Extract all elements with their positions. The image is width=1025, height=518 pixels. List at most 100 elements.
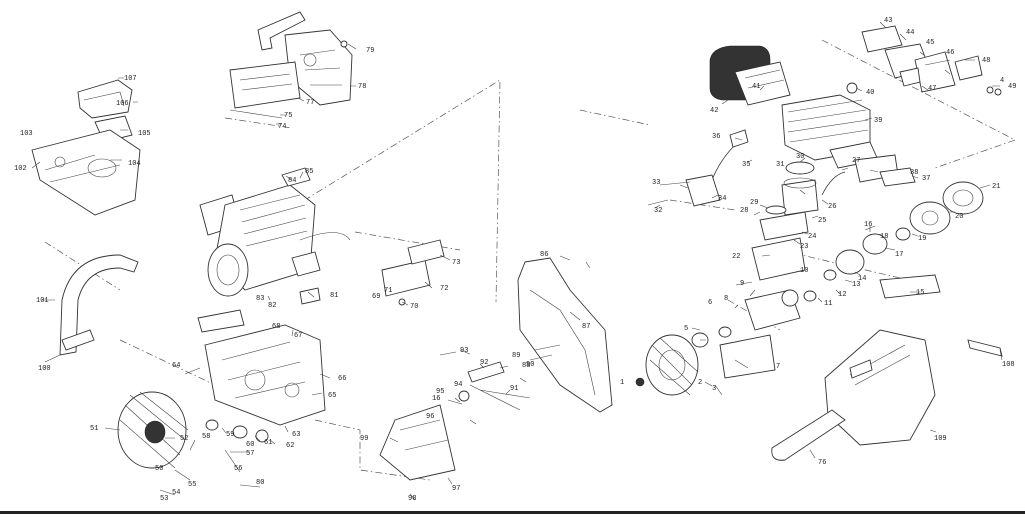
part-label: 93 <box>460 347 468 355</box>
part-label: 30 <box>796 153 804 161</box>
part-label: 53 <box>160 495 168 503</box>
cylinder <box>781 94 916 187</box>
part-label: 66 <box>338 375 346 383</box>
part-label: 108 <box>1002 361 1015 369</box>
part-label: 18 <box>880 233 888 241</box>
part-label: 34 <box>718 195 726 203</box>
part-label: 88 <box>522 362 530 370</box>
part-label: 2 <box>698 379 702 387</box>
part-label: 62 <box>286 442 294 450</box>
part-label: 12 <box>838 291 846 299</box>
crankshaft-parts <box>691 281 817 379</box>
part-label: 45 <box>926 39 934 47</box>
part-label: 105 <box>138 130 151 138</box>
recoil-starter <box>117 391 189 469</box>
part-label: 96 <box>426 413 434 421</box>
part-label: 75 <box>284 112 292 120</box>
part-label: 57 <box>246 450 254 458</box>
handle-bar <box>59 254 139 356</box>
part-label: 16 <box>432 395 440 403</box>
part-label: 107 <box>124 75 137 83</box>
throttle-parts <box>439 344 561 411</box>
part-label: 17 <box>895 251 903 259</box>
part-label: 49 <box>1008 83 1016 91</box>
part-label: 23 <box>800 243 808 251</box>
part-label: 46 <box>946 49 954 57</box>
part-label: 4 <box>1000 77 1004 85</box>
part-label: 89 <box>512 352 520 360</box>
part-label: 48 <box>982 57 990 65</box>
part-label: 106 <box>116 100 129 108</box>
ignition-coil <box>647 129 749 207</box>
part-label: 97 <box>452 485 460 493</box>
part-label: 83 <box>256 295 264 303</box>
part-label: 100 <box>38 365 51 373</box>
chassis-handle <box>379 257 613 481</box>
part-label: 50 <box>155 465 163 473</box>
part-label: 51 <box>90 425 98 433</box>
part-label: 20 <box>955 213 963 221</box>
part-label: 8 <box>724 295 728 303</box>
part-label: 15 <box>916 289 924 297</box>
part-label: 22 <box>732 253 740 261</box>
carry-case-and-bar <box>771 329 1003 461</box>
part-label: 67 <box>294 332 302 340</box>
part-label: 19 <box>918 235 926 243</box>
part-label: 80 <box>256 479 264 487</box>
part-label: 104 <box>128 160 141 168</box>
part-label: 41 <box>752 83 760 91</box>
part-label: 9 <box>740 280 744 288</box>
part-label: 81 <box>330 292 338 300</box>
leader-lines <box>31 21 1003 501</box>
part-label: 95 <box>436 388 444 396</box>
air-filter-carburetor <box>709 25 1002 106</box>
part-label: 32 <box>654 207 662 215</box>
flywheel <box>635 334 723 396</box>
part-label: 29 <box>750 199 758 207</box>
part-label: 101 <box>36 297 49 305</box>
part-label: 44 <box>906 29 914 37</box>
part-label: 64 <box>172 362 180 370</box>
part-label: 5 <box>684 325 688 333</box>
part-label: 74 <box>278 123 286 131</box>
part-label: 79 <box>366 47 374 55</box>
part-label: 91 <box>510 385 518 393</box>
part-label: 27 <box>852 157 860 165</box>
spark-plug-cover-parts <box>299 239 445 306</box>
part-label: 109 <box>934 435 947 443</box>
part-label: 28 <box>740 207 748 215</box>
part-label: 78 <box>358 83 366 91</box>
part-label: 39 <box>874 117 882 125</box>
part-label: 11 <box>824 300 832 308</box>
part-label: 72 <box>440 285 448 293</box>
part-label: 61 <box>264 439 272 447</box>
part-label: 86 <box>540 251 548 259</box>
part-label: 68 <box>272 323 280 331</box>
part-label: 58 <box>202 433 210 441</box>
footer-rule <box>0 511 1025 514</box>
part-label: 40 <box>866 89 874 97</box>
part-label: 59 <box>226 431 234 439</box>
engine-assembly <box>199 167 351 297</box>
part-label: 102 <box>14 165 27 173</box>
part-label: 36 <box>712 133 720 141</box>
part-label: 55 <box>188 481 196 489</box>
part-label: 87 <box>582 323 590 331</box>
crankcase <box>197 309 326 426</box>
part-label: 6 <box>708 299 712 307</box>
part-label: 31 <box>776 161 784 169</box>
part-label: 70 <box>410 303 418 311</box>
part-label: 33 <box>652 179 660 187</box>
part-label: 26 <box>828 203 836 211</box>
part-label: 63 <box>292 431 300 439</box>
part-label: 52 <box>180 435 188 443</box>
part-label: 94 <box>454 381 462 389</box>
top-cover-group <box>31 79 141 216</box>
part-label: 47 <box>928 85 936 93</box>
part-label: 65 <box>328 392 336 400</box>
clutch-assembly <box>823 181 984 299</box>
part-label: 1 <box>620 379 624 387</box>
chain-cover-group <box>229 11 353 119</box>
part-label: 84 <box>288 177 296 185</box>
